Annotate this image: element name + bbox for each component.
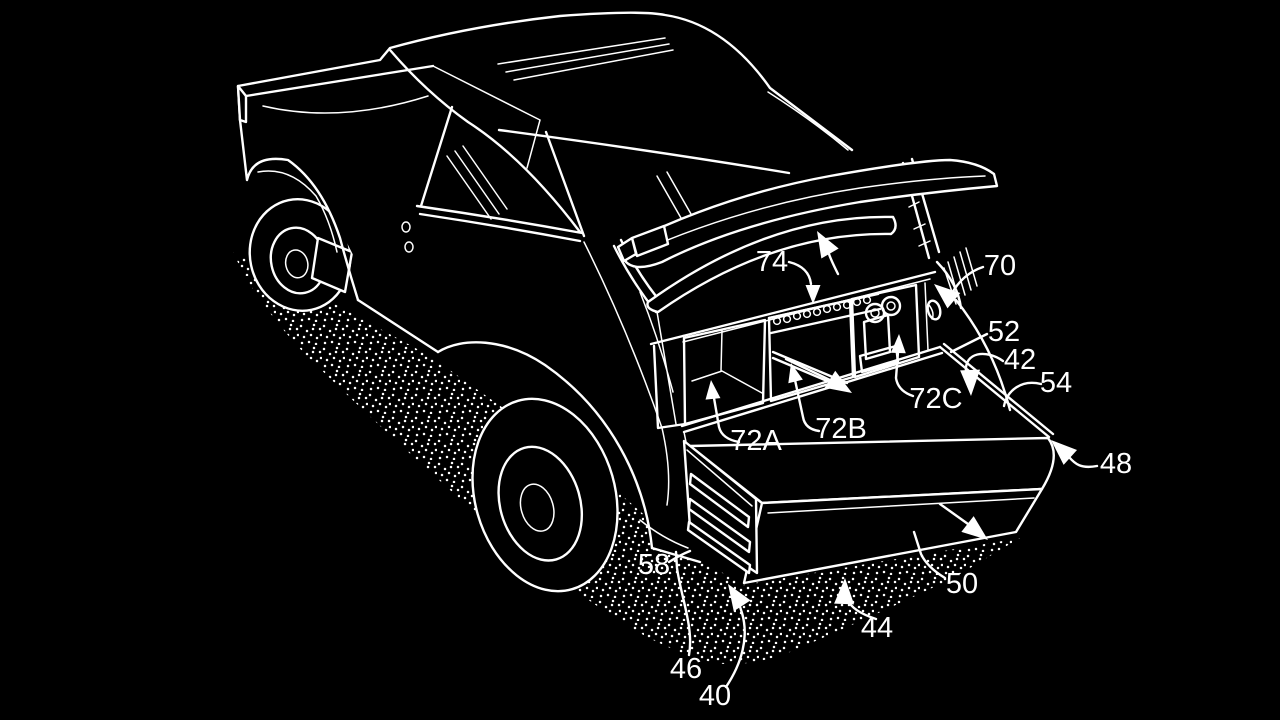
leader-lines (667, 260, 1099, 689)
bay-72A (682, 318, 767, 426)
left-wall (649, 334, 687, 430)
rear-fender-arch (436, 341, 654, 550)
label-44: 44 (861, 612, 893, 644)
bed-rail-endcap (236, 84, 248, 124)
door-handles (401, 221, 414, 253)
rear-wheel (471, 397, 619, 593)
label-40: 40 (699, 680, 731, 712)
label-58: 58 (638, 549, 670, 581)
label-74: 74 (756, 246, 788, 278)
quarter-creases (583, 241, 689, 549)
wing-tip-caps (616, 224, 670, 263)
label-46: 46 (670, 653, 702, 685)
trunk-lid-wing (616, 158, 999, 314)
body-outline (236, 11, 854, 564)
drip-rail (497, 128, 791, 175)
rocker-line (356, 298, 440, 354)
sill-deploy-arrow (824, 370, 852, 393)
bay-72B (767, 298, 855, 403)
bay-72C-apparatus (858, 295, 902, 374)
bay-72A-shelf (691, 329, 763, 394)
label-50: 50 (946, 568, 978, 600)
label-72C: 72C (909, 383, 962, 415)
label-42: 42 (1004, 344, 1036, 376)
motion-arrows (784, 231, 988, 540)
backwall-top-edge (681, 270, 937, 338)
label-70: 70 (984, 250, 1016, 282)
label-48: 48 (1100, 448, 1132, 480)
taillight (926, 299, 942, 321)
lid-inner-panel (646, 215, 897, 314)
lid-open-arrow (817, 231, 839, 259)
mud-flap (310, 236, 354, 294)
window-pillar (419, 105, 586, 238)
end-cap-slats (686, 472, 752, 575)
roof-streaks (497, 37, 674, 81)
bay-72C (850, 283, 921, 379)
bed-inner-walls (262, 65, 541, 169)
label-72B: 72B (815, 413, 867, 445)
deck-edge (938, 342, 1055, 439)
bed-rail-inner (244, 64, 435, 98)
front-fender-arch (238, 118, 360, 302)
bumper-deploy-arrow (961, 516, 988, 540)
beltline (415, 204, 584, 243)
label-52: 52 (988, 316, 1020, 348)
quarter-panel (926, 247, 1012, 412)
bumper-assembly (682, 436, 1055, 585)
label-72A: 72A (730, 425, 782, 457)
reference-labels: 74 70 52 42 54 48 72A 72B 72C 58 50 44 4… (638, 246, 1132, 712)
side-glass-streaks (446, 145, 508, 220)
a-pillar (388, 48, 582, 234)
label-54: 54 (1040, 367, 1072, 399)
pillar-stripes (943, 247, 978, 305)
